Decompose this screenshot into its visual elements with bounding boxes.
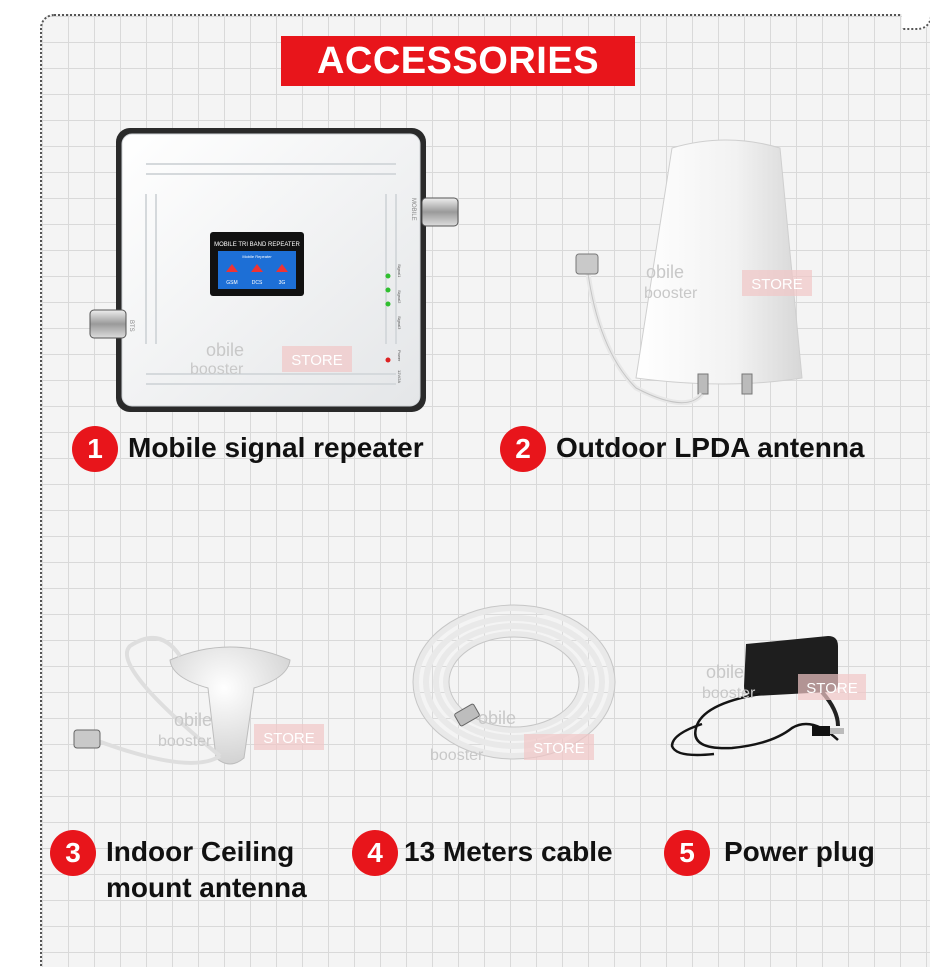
watermark-text-1: obile — [478, 708, 516, 728]
band-3g: 3G — [279, 280, 286, 286]
ceiling-antenna-image: obile booster STORE — [73, 636, 324, 765]
number-badge: 4 — [352, 830, 398, 876]
item-label-line: Mobile signal repeater — [128, 432, 424, 463]
band-dcs: DCS — [252, 280, 263, 286]
number-badge: 3 — [50, 830, 96, 876]
power-spec: 12V/2A — [397, 370, 402, 383]
item-label: Power plug — [724, 834, 875, 870]
screen-title: MOBILE TRI BAND REPEATER — [214, 242, 300, 248]
watermark-text-1: obile — [174, 710, 212, 730]
power-label: Power — [397, 350, 402, 362]
caption-item-1: 1 Mobile signal repeater — [72, 426, 424, 472]
item-label: Indoor Ceiling mount antenna — [106, 834, 307, 906]
item-label: 13 Meters cable — [404, 834, 613, 870]
lpda-antenna-image: obile booster STORE — [575, 139, 812, 406]
caption-item-4: 4 13 Meters cable — [352, 830, 613, 876]
accessories-banner: ACCESSORIES — [281, 36, 635, 86]
watermark-text-2: booster — [430, 747, 484, 764]
caption-item-3: 3 Indoor Ceiling mount antenna — [50, 830, 307, 906]
watermark-store: STORE — [533, 740, 584, 757]
watermark-text-1: obile — [646, 262, 684, 282]
item-label-line: Indoor Ceiling — [106, 836, 295, 867]
caption-item-5: 5 Power plug — [664, 830, 875, 876]
item-label: Outdoor LPDA antenna — [556, 430, 865, 466]
item-label: Mobile signal repeater — [128, 430, 424, 466]
item-label-line: Power plug — [724, 836, 875, 867]
screen-subtitle: Mobile Repeater — [242, 254, 272, 259]
number-badge: 1 — [72, 426, 118, 472]
watermark-store: STORE — [263, 730, 314, 747]
watermark-text-2: booster — [702, 685, 756, 702]
frame-corner — [902, 14, 930, 30]
number-badge: 5 — [664, 830, 710, 876]
watermark-store: STORE — [291, 352, 342, 369]
watermark-store: STORE — [806, 680, 857, 697]
item-label-line: 13 Meters cable — [404, 836, 613, 867]
led-label-3: Signal3 — [397, 316, 402, 330]
power-plug-image: obile booster STORE — [670, 636, 866, 757]
cable-coil-image: obile booster STORE — [412, 604, 616, 764]
watermark-text-1: obile — [206, 340, 244, 360]
item-label-line: mount antenna — [106, 872, 307, 903]
watermark-text-2: booster — [190, 361, 244, 378]
mobile-port-label: MOBILE — [410, 198, 416, 221]
watermark-store: STORE — [751, 276, 802, 293]
repeater-image: MOBILE TRI BAND REPEATER Mobile Repeater… — [89, 128, 459, 412]
number-badge: 2 — [500, 426, 546, 472]
watermark-text-2: booster — [644, 285, 698, 302]
led-label-2: Signal2 — [397, 290, 402, 304]
bts-port-label: BTS — [128, 320, 134, 332]
watermark-text-1: obile — [706, 662, 744, 682]
led-label-1: Signal1 — [397, 264, 402, 278]
band-gsm: GSM — [226, 280, 237, 286]
watermark-text-2: booster — [158, 733, 212, 750]
caption-item-2: 2 Outdoor LPDA antenna — [500, 426, 865, 472]
item-label-line: Outdoor LPDA antenna — [556, 432, 865, 463]
